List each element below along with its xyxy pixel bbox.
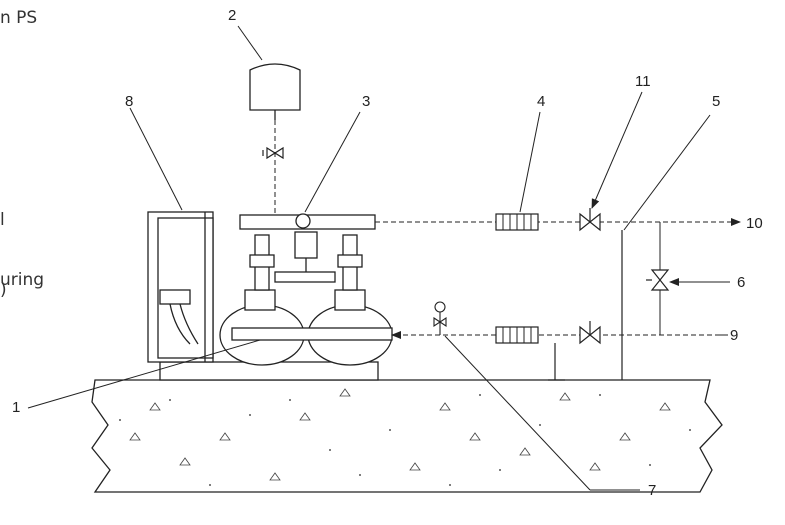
callout-7: 7 <box>648 482 656 499</box>
pressure-gauge-icon <box>295 213 311 229</box>
callout-4: 4 <box>537 93 545 110</box>
side-text-line-3: uring <box>0 270 45 290</box>
callout-6: 6 <box>737 274 745 291</box>
callout-11: 11 <box>635 73 651 90</box>
callout-8: 8 <box>125 93 133 110</box>
pump-left <box>219 234 305 366</box>
bypass-valve-icon <box>646 269 670 291</box>
callout-3: 3 <box>362 93 370 110</box>
callout-5: 5 <box>712 93 720 110</box>
pump-right <box>307 234 393 366</box>
side-text-line-1: n PS <box>0 8 38 28</box>
suction-gauge-icon <box>433 301 447 335</box>
suction-manifold <box>231 327 393 341</box>
concrete-floor <box>91 379 723 493</box>
side-text-line-2: l <box>0 210 5 230</box>
side-text-line-4: ) <box>0 280 7 300</box>
control-cabinet <box>147 211 214 363</box>
callout-9: 9 <box>730 327 738 344</box>
tank-isolation-valve-icon <box>262 146 284 160</box>
callout-2: 2 <box>228 7 236 24</box>
diaphragm-tank <box>249 63 301 120</box>
callout-10: 10 <box>746 215 763 232</box>
suction-valve-icon <box>579 321 601 345</box>
callout-1: 1 <box>12 399 20 416</box>
discharge-valve-icon <box>579 208 601 232</box>
pressure-switch <box>274 231 336 283</box>
